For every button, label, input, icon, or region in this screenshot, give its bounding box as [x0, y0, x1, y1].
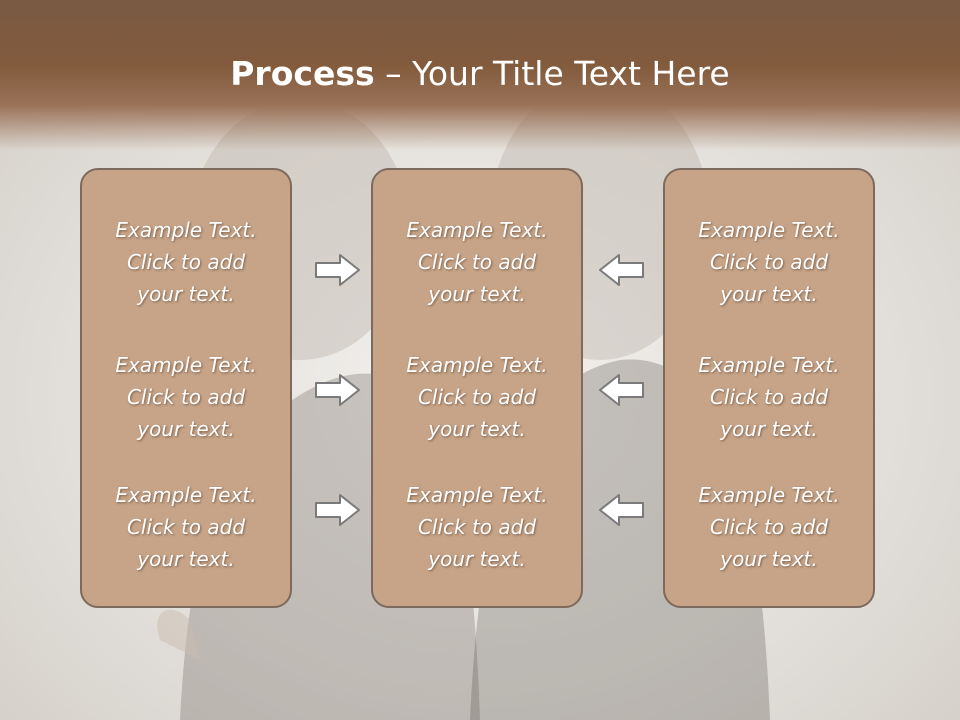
text-block[interactable]: Example Text. Click to add your text. — [665, 349, 873, 445]
text-line: Click to add — [709, 250, 829, 274]
text-line: your text. — [137, 417, 235, 441]
text-line: your text. — [137, 547, 235, 571]
left-arrow-icon — [599, 254, 644, 286]
text-line: Example Text. — [115, 483, 257, 507]
text-line: Example Text. — [115, 218, 257, 242]
header-band — [0, 0, 960, 150]
right-arrow-icon — [315, 494, 360, 526]
text-line: Click to add — [417, 515, 537, 539]
text-block[interactable]: Example Text. Click to add your text. — [373, 214, 581, 310]
text-line: your text. — [720, 417, 818, 441]
text-block[interactable]: Example Text. Click to add your text. — [665, 479, 873, 575]
text-block[interactable]: Example Text. Click to add your text. — [82, 349, 290, 445]
text-line: your text. — [720, 547, 818, 571]
text-line: your text. — [428, 417, 526, 441]
text-line: Click to add — [126, 385, 246, 409]
left-arrow-icon — [599, 494, 644, 526]
right-arrow-icon — [315, 254, 360, 286]
text-block[interactable]: Example Text. Click to add your text. — [373, 479, 581, 575]
text-block[interactable]: Example Text. Click to add your text. — [82, 479, 290, 575]
left-arrow-icon — [599, 374, 644, 406]
text-block[interactable]: Example Text. Click to add your text. — [82, 214, 290, 310]
text-line: Click to add — [417, 250, 537, 274]
text-line: Click to add — [126, 515, 246, 539]
text-line: your text. — [428, 547, 526, 571]
text-line: Click to add — [709, 515, 829, 539]
text-line: Example Text. — [406, 353, 548, 377]
text-line: Click to add — [417, 385, 537, 409]
slide-title[interactable]: Process – Your Title Text Here — [0, 54, 960, 94]
text-line: your text. — [720, 282, 818, 306]
text-line: Example Text. — [406, 483, 548, 507]
text-line: your text. — [428, 282, 526, 306]
text-line: Example Text. — [406, 218, 548, 242]
text-block[interactable]: Example Text. Click to add your text. — [665, 214, 873, 310]
left-panel[interactable]: Example Text. Click to add your text. Ex… — [80, 168, 292, 608]
text-line: Example Text. — [698, 218, 840, 242]
center-panel[interactable]: Example Text. Click to add your text. Ex… — [371, 168, 583, 608]
right-arrow-icon — [315, 374, 360, 406]
text-line: Example Text. — [698, 353, 840, 377]
text-block[interactable]: Example Text. Click to add your text. — [373, 349, 581, 445]
text-line: Example Text. — [698, 483, 840, 507]
right-panel[interactable]: Example Text. Click to add your text. Ex… — [663, 168, 875, 608]
text-line: Click to add — [126, 250, 246, 274]
text-line: your text. — [137, 282, 235, 306]
text-line: Example Text. — [115, 353, 257, 377]
text-line: Click to add — [709, 385, 829, 409]
title-rest: – Your Title Text Here — [374, 54, 730, 93]
title-bold: Process — [230, 54, 375, 93]
